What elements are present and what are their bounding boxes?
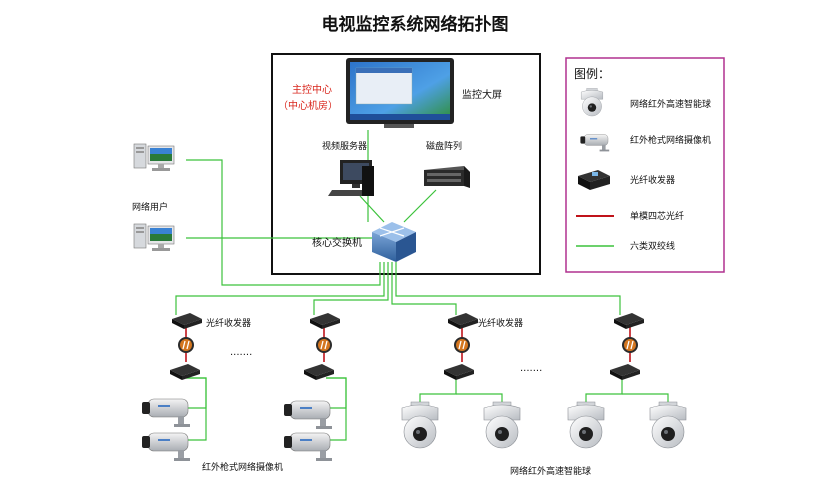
core-switch-icon — [372, 222, 416, 262]
transceiver-label-right: 光纤收发器 — [478, 317, 523, 329]
ellipsis-left: ······· — [230, 350, 252, 361]
diagram-title: 电视监控系统网络拓扑图 — [322, 14, 509, 35]
control-center-sublabel: （中心机房） — [278, 99, 338, 112]
fiber-transceiver-icon — [614, 313, 644, 329]
bullet-camera-icon — [141, 432, 191, 462]
fiber-transceiver-icon — [448, 313, 478, 329]
dome-camera-icon — [567, 401, 605, 449]
network-user-pc-icon — [133, 143, 175, 172]
ellipsis-right: ······· — [520, 366, 542, 377]
fiber-cables — [185, 327, 631, 362]
core-switch-label: 核心交换机 — [312, 236, 362, 249]
monitor-wall — [346, 58, 454, 128]
legend-label-transceiver: 光纤收发器 — [630, 174, 675, 186]
fiber-transceiver-icon — [310, 313, 340, 329]
legend-label-bullet: 红外枪式网络摄像机 — [630, 134, 711, 146]
dome-camera-icon — [401, 401, 439, 449]
control-center-frame — [271, 53, 541, 275]
bullet-camera-icon — [283, 432, 333, 462]
legend-frame — [565, 57, 725, 273]
monitor-label: 监控大屏 — [462, 88, 502, 101]
disk-array-icon — [424, 166, 470, 188]
legend-dome-camera-icon — [580, 88, 604, 117]
legend-label-twisted-pair: 六类双绞线 — [630, 240, 675, 252]
bullet-camera-icon — [141, 398, 191, 428]
legend-title: 图例： — [574, 67, 610, 81]
fiber-connector-icon — [177, 336, 195, 354]
bullet-group-label: 红外枪式网络摄像机 — [202, 461, 283, 473]
legend-bullet-camera-icon — [580, 134, 610, 152]
video-server-label: 视频服务器 — [322, 140, 367, 152]
transceiver-label-left: 光纤收发器 — [206, 317, 251, 329]
dome-camera-icon — [483, 401, 521, 449]
fiber-connector-icon — [315, 336, 333, 354]
fiber-connector-icon — [453, 336, 471, 354]
legend-label-dome: 网络红外高速智能球 — [630, 98, 711, 110]
dome-camera-icon — [649, 401, 687, 449]
twisted-pair-cables — [175, 130, 669, 441]
network-users-label: 网络用户 — [132, 201, 168, 213]
fiber-transceiver-icon — [172, 313, 202, 329]
dome-group-label: 网络红外高速智能球 — [510, 465, 591, 477]
fiber-transceiver-icon — [444, 364, 474, 380]
fiber-transceiver-icon — [610, 364, 640, 380]
fiber-connector-icon — [621, 336, 639, 354]
network-user-pc-icon — [133, 223, 175, 252]
legend-transceiver-icon — [578, 170, 610, 190]
disk-array-label: 磁盘阵列 — [426, 140, 462, 152]
video-server-icon — [328, 160, 374, 196]
legend-label-fiber: 单模四芯光纤 — [630, 210, 684, 222]
control-center-label: 主控中心 — [292, 83, 332, 96]
bullet-camera-icon — [283, 400, 333, 430]
